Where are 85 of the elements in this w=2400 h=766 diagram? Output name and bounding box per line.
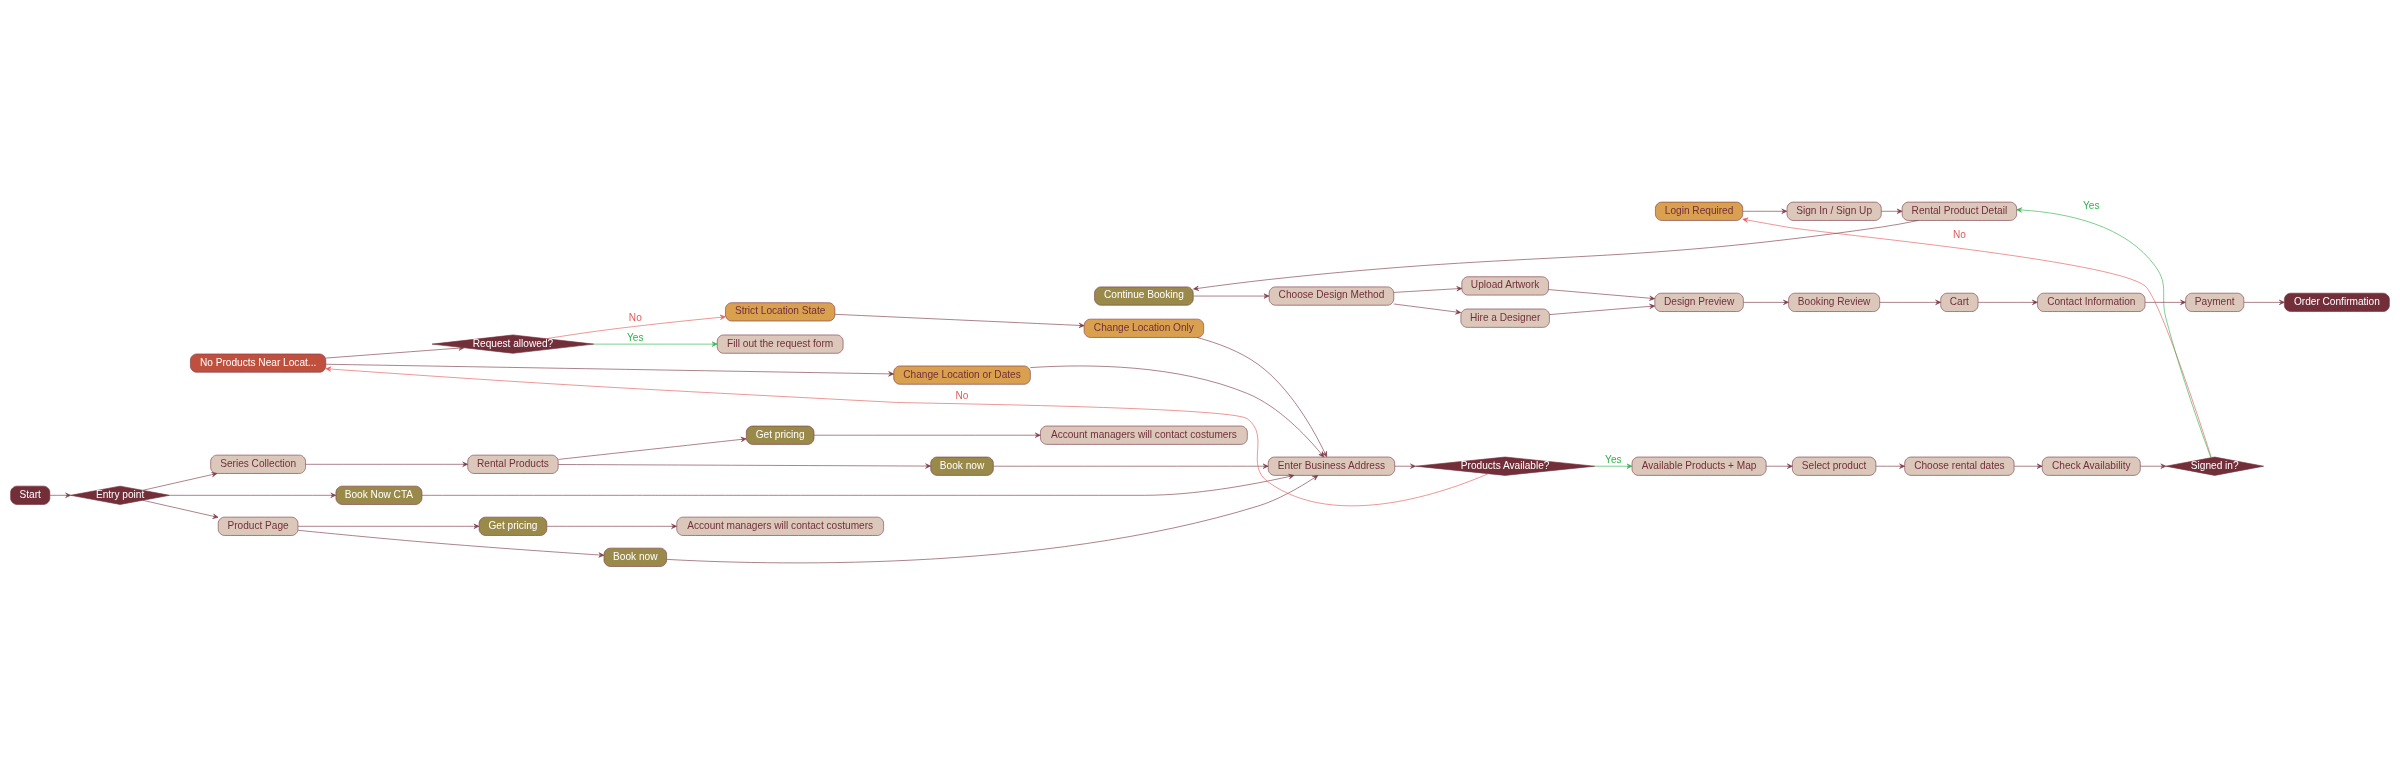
arrow bbox=[1548, 288, 1655, 301]
arrow bbox=[325, 345, 465, 358]
node-diamond: Products Available? bbox=[1415, 456, 1596, 476]
arrow bbox=[546, 523, 677, 529]
node-box: No Products Near Locat... bbox=[190, 353, 327, 373]
node-box: Check Availability bbox=[2041, 456, 2141, 476]
edge-label: No bbox=[1952, 228, 1966, 240]
arrow bbox=[325, 363, 894, 376]
node-box: Series Collection bbox=[210, 454, 306, 474]
node-box: Fill out the request form bbox=[716, 334, 844, 354]
node-box: Get pricing bbox=[478, 516, 548, 536]
node-box: Rental Product Detail bbox=[1901, 201, 2017, 221]
arrow bbox=[1393, 303, 1462, 314]
node-box: Account managers will contact costumers bbox=[676, 516, 884, 536]
arrow bbox=[1594, 463, 1633, 469]
node-box: Cart bbox=[1940, 292, 1979, 312]
node-box: Choose rental dates bbox=[1904, 456, 2015, 476]
arrow bbox=[1394, 463, 1416, 469]
node-box: Booking Review bbox=[1788, 292, 1880, 312]
node-box: Sign In / Sign Up bbox=[1786, 201, 1882, 221]
node-box: Start bbox=[10, 485, 51, 505]
node-box: Book now bbox=[930, 456, 994, 476]
arrow bbox=[421, 473, 1295, 496]
edge-label: Yes bbox=[627, 331, 644, 343]
edge-label: No bbox=[628, 311, 642, 323]
arrow bbox=[558, 462, 931, 469]
arrow bbox=[142, 471, 218, 491]
arrow bbox=[1196, 336, 1327, 457]
arrow bbox=[2013, 463, 2043, 469]
node-box: Login Required bbox=[1655, 201, 1744, 221]
arrow bbox=[297, 523, 480, 529]
arrow bbox=[1977, 299, 2038, 305]
node-box: Change Location Only bbox=[1083, 318, 1204, 338]
arrow bbox=[2140, 463, 2167, 469]
node-box: Continue Booking bbox=[1094, 286, 1194, 306]
edge-label: Yes bbox=[1605, 453, 1622, 465]
node-box: Available Products + Map bbox=[1631, 456, 1767, 476]
arrow bbox=[169, 492, 337, 498]
node-box: Get pricing bbox=[746, 425, 815, 445]
node-box: Book now bbox=[603, 547, 667, 567]
node-box: Choose Design Method bbox=[1268, 286, 1395, 306]
node-box: Design Preview bbox=[1654, 292, 1744, 312]
arrow bbox=[2144, 299, 2186, 305]
arrow bbox=[1743, 299, 1789, 305]
node-box: Select product bbox=[1792, 456, 1877, 476]
arrow bbox=[813, 432, 1041, 438]
node-box: Contact Information bbox=[2037, 292, 2146, 312]
arrow bbox=[1765, 463, 1793, 469]
node-box: Upload Artwork bbox=[1461, 275, 1549, 295]
node-box: Hire a Designer bbox=[1460, 308, 1550, 328]
node-box: Account managers will contact costumers bbox=[1040, 425, 1248, 445]
arrow bbox=[545, 314, 726, 339]
arrow bbox=[2243, 299, 2285, 305]
node-box: Order Confirmation bbox=[2284, 292, 2390, 312]
arrow bbox=[1393, 285, 1463, 293]
node-box: Enter Business Address bbox=[1267, 456, 1395, 476]
arrow bbox=[1875, 463, 1905, 469]
node-box: Book Now CTA bbox=[335, 485, 423, 505]
arrow bbox=[1742, 208, 1788, 214]
edge-label: Yes bbox=[2083, 199, 2100, 211]
node-box: Rental Products bbox=[467, 454, 559, 474]
arrow bbox=[834, 313, 1085, 328]
node-box: Change Location or Dates bbox=[893, 365, 1031, 385]
arrow bbox=[1880, 208, 1903, 214]
arrow bbox=[1879, 299, 1941, 305]
arrow bbox=[142, 499, 219, 519]
arrow bbox=[993, 463, 1269, 469]
arrow bbox=[1742, 217, 2212, 458]
arrow bbox=[1030, 365, 1325, 457]
arrow bbox=[49, 492, 71, 498]
arrow bbox=[593, 341, 718, 347]
arrow bbox=[297, 529, 605, 558]
node-diamond: Signed in? bbox=[2165, 456, 2264, 476]
arrow bbox=[1549, 303, 1656, 315]
node-box: Product Page bbox=[217, 516, 299, 536]
arrow bbox=[666, 474, 1319, 563]
arrow bbox=[558, 436, 747, 460]
arrow bbox=[1193, 219, 1919, 291]
node-diamond: Entry point bbox=[70, 485, 170, 505]
arrow bbox=[1193, 292, 1270, 299]
node-box: Payment bbox=[2185, 292, 2245, 312]
arrow bbox=[2016, 206, 2212, 458]
node-box: Strict Location State bbox=[725, 301, 836, 321]
edge-label: No bbox=[955, 389, 969, 401]
arrow bbox=[305, 461, 468, 467]
